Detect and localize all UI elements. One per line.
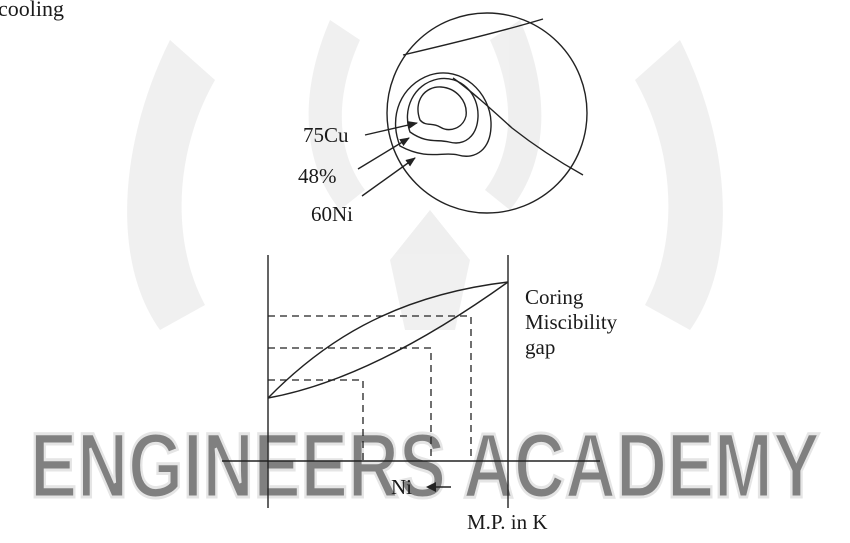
liquidus-curve	[267, 281, 509, 399]
grain-circle	[386, 12, 588, 214]
arrow-60ni	[361, 157, 416, 197]
grain-boundary-upper	[402, 18, 544, 56]
label-miscibility: Miscibility	[525, 310, 618, 334]
arrow-75cu	[364, 121, 418, 136]
grain-label-arrows	[357, 121, 418, 197]
label-48pct: 48%	[298, 164, 337, 188]
label-60ni: 60Ni	[311, 202, 353, 226]
watermark: ENGINEERS ACADEMY	[29, 20, 822, 519]
header-partial-text: cooling	[0, 0, 64, 21]
tie-line-lower	[268, 379, 364, 461]
tie-lines	[268, 315, 472, 461]
grain-structure	[386, 12, 588, 214]
label-melting-point: M.P. in K	[467, 510, 548, 534]
solidus-curve	[267, 281, 509, 399]
label-75cu: 75Cu	[303, 123, 349, 147]
label-ni-axis: Ni	[391, 475, 412, 499]
core-contour-middle	[406, 77, 479, 144]
tie-line-middle	[268, 347, 432, 461]
label-coring: Coring	[525, 285, 584, 309]
core-contour-outer	[395, 72, 492, 157]
left-arrow-icon	[426, 482, 451, 492]
phase-diagram	[222, 255, 600, 508]
arrow-48pct	[357, 137, 410, 170]
core-contour-inner	[417, 86, 467, 131]
label-gap: gap	[525, 335, 555, 359]
watermark-text: ENGINEERS ACADEMY	[30, 415, 820, 517]
